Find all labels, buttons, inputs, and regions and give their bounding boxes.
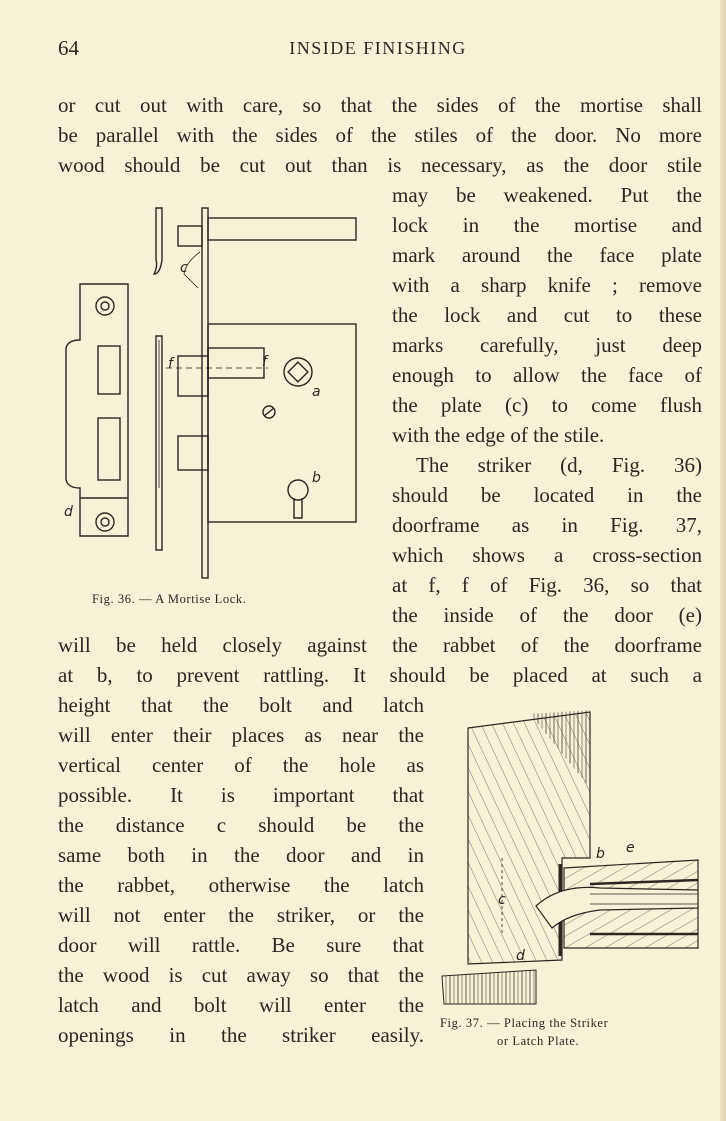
running-head: INSIDE FINISHING (289, 38, 467, 58)
lock-face-plate (201, 207, 209, 579)
text-line-q2: will enter their places as near the (58, 723, 424, 747)
text-line-r8: the plate (c) to come flush (392, 393, 702, 417)
dead-bolt (177, 355, 209, 397)
screw-hole-bottom (95, 512, 115, 532)
keyhole (287, 479, 309, 501)
lock-knob-bar (207, 217, 357, 241)
text-line-q7: the rabbet, otherwise the latch (58, 873, 424, 897)
text-line-r12: doorframe as in Fig. 37, (392, 513, 702, 537)
figure-37-caption-line-2: or Latch Plate. (497, 1034, 580, 1048)
fig36-label-f-right: f (262, 354, 269, 370)
text-line-q8: will not enter the striker, or the (58, 903, 424, 927)
text-line-r7: enough to allow the face of (392, 363, 702, 387)
fig36-label-c: c (180, 260, 188, 276)
spindle-hub (283, 357, 313, 387)
fig36-label-d: d (64, 504, 73, 520)
latch-opening (97, 417, 121, 481)
text-line-r9: with the edge of the stile. (392, 423, 605, 447)
text-line-q12: openings in the striker easily. (58, 1023, 424, 1047)
fig37-label-e: e (626, 840, 635, 856)
text-line-q1: height that the bolt and latch (58, 693, 424, 717)
latch-section (535, 886, 699, 929)
text-line-q11: latch and bolt will enter the (58, 993, 424, 1017)
text-line-r13: which shows a cross-section (392, 543, 702, 567)
text-line-r2: lock in the mortise and (392, 213, 702, 237)
text-line-q6: same both in the door and in (58, 843, 424, 867)
bolt-opening (97, 345, 121, 395)
text-line-3: wood should be cut out than is necessary… (58, 153, 702, 177)
text-line-q4: possible. It is important that (58, 783, 424, 807)
lock-case (207, 323, 357, 523)
text-line-r10: The striker (d, Fig. 36) (416, 453, 702, 477)
fig37-label-d: d (516, 948, 525, 964)
text-line-f2: at b, to prevent rattling. It should be … (58, 663, 702, 687)
text-line-q10: the wood is cut away so that the (58, 963, 424, 987)
trim-molding (441, 969, 537, 1005)
fig37-label-b: b (596, 846, 605, 862)
text-line-1: or cut out with care, so that the sides … (58, 93, 702, 117)
text-line-r4: with a sharp knife ; remove (392, 273, 702, 297)
figure-36-caption: Fig. 36. — A Mortise Lock. (92, 592, 247, 606)
case-screw (262, 405, 276, 419)
screw-hole-top (95, 296, 115, 316)
striker-placement-drawing: b e c d (441, 710, 699, 1005)
figure-36-mortise-lock: c f f a b d (58, 196, 378, 586)
text-line-r15: the inside of the door (e) (392, 603, 702, 627)
text-line-q9: door will rattle. Be sure that (58, 933, 424, 957)
striker-plate (65, 283, 129, 499)
text-line-r14: at f, f of Fig. 36, so that (392, 573, 702, 597)
text-line-f1: will be held closely against the rabbet … (58, 633, 702, 657)
fig36-label-f-left: f (168, 356, 175, 372)
face-plate-profile-top (152, 207, 163, 275)
text-line-q3: vertical center of the hole as (58, 753, 424, 777)
text-line-r11: should be located in the (392, 483, 702, 507)
text-line-q5: the distance c should be the (58, 813, 424, 837)
fig36-label-a: a (312, 384, 321, 400)
text-line-r5: the lock and cut to these (392, 303, 702, 327)
figure-37-caption-line-1: Fig. 37. — Placing the Striker (440, 1016, 609, 1030)
page-edge (720, 0, 726, 1121)
mortise-lock-drawing: c f f a b d (64, 207, 357, 579)
text-line-r1: may be weakened. Put the (392, 183, 702, 207)
latch-bolt (177, 435, 209, 471)
page-number: 64 (58, 36, 79, 60)
text-line-r3: mark around the face plate (392, 243, 702, 267)
text-line-2: be parallel with the sides of the stiles… (58, 123, 702, 147)
fig36-label-b: b (312, 470, 321, 486)
figure-37-striker-placement: b e c d (440, 708, 706, 1006)
text-line-r6: marks carefully, just deep (392, 333, 702, 357)
page-header: 64 INSIDE FINISHING (58, 36, 698, 70)
fig37-label-c: c (498, 892, 506, 908)
face-plate-profile (155, 335, 163, 551)
